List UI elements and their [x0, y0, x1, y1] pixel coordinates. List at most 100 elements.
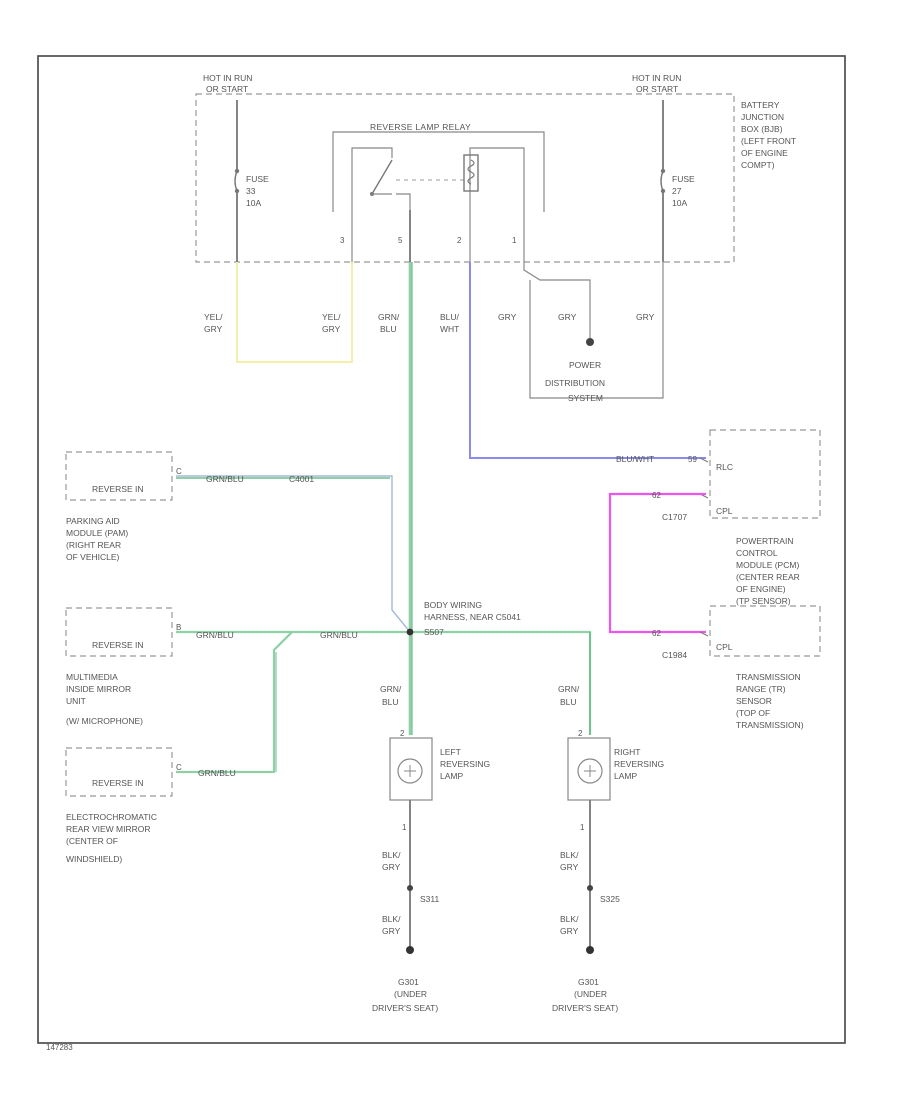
- svg-text:2: 2: [457, 236, 462, 245]
- svg-text:ELECTROCHROMATIC: ELECTROCHROMATIC: [66, 812, 157, 822]
- svg-text:DRIVER'S SEAT): DRIVER'S SEAT): [552, 1003, 618, 1013]
- pcm-pin-cpl2: CPL: [716, 642, 733, 652]
- svg-text:LAMP: LAMP: [440, 771, 463, 781]
- svg-text:GRY: GRY: [560, 926, 579, 936]
- svg-text:WHT: WHT: [440, 324, 459, 334]
- parking-aid-module: REVERSE IN C GRN/BLU C4001 PARKING AID M…: [65, 451, 314, 562]
- trs-label: TRANSMISSION RANGE (TR) SENSOR (TOP OF T…: [736, 672, 804, 730]
- svg-text:10A: 10A: [246, 198, 261, 208]
- splice-s507-dot: [406, 628, 414, 636]
- svg-text:(RIGHT REAR: (RIGHT REAR: [66, 540, 121, 550]
- svg-text:C: C: [176, 763, 182, 772]
- outer-frame: [37, 55, 846, 1044]
- wire-yel-gry: [236, 262, 353, 363]
- svg-text:LEFT: LEFT: [440, 747, 461, 757]
- pcm-wire-num-3: 62: [652, 629, 661, 638]
- wire-gry-power: [523, 262, 591, 340]
- reverse-in-2-label: REVERSE IN: [92, 640, 144, 650]
- svg-text:GRY: GRY: [498, 312, 517, 322]
- wire-parking-aid: [176, 475, 411, 633]
- svg-text:BLU/: BLU/: [440, 312, 460, 322]
- diagram-id: 147283: [46, 1043, 73, 1052]
- svg-text:GRY: GRY: [204, 324, 223, 334]
- svg-text:YEL/: YEL/: [204, 312, 223, 322]
- c4001-label: C4001: [289, 474, 314, 484]
- svg-text:SYSTEM: SYSTEM: [568, 393, 603, 403]
- pcm-wire-num-1: 59: [688, 455, 697, 464]
- splice-s311-label: S311: [420, 894, 439, 904]
- svg-text:COMPT): COMPT): [741, 160, 775, 170]
- svg-text:GRN/: GRN/: [378, 312, 400, 322]
- svg-text:CONTROL: CONTROL: [736, 548, 778, 558]
- reverse-in-3-label: REVERSE IN: [92, 778, 144, 788]
- svg-text:(W/ MICROPHONE): (W/ MICROPHONE): [66, 716, 143, 726]
- svg-text:(UNDER: (UNDER: [574, 989, 607, 999]
- svg-text:(TOP OF: (TOP OF: [736, 708, 770, 718]
- svg-text:GRY: GRY: [322, 324, 341, 334]
- wire-gry-power-box: [529, 262, 664, 399]
- svg-text:JUNCTION: JUNCTION: [741, 112, 784, 122]
- hot-in-run-left-label-2: OR START: [206, 84, 248, 94]
- right-reversing-lamp: 2 RIGHT REVERSING LAMP 1: [567, 729, 664, 832]
- electrochromatic-module: REVERSE IN C GRN/BLU ELECTROCHROMATIC RE…: [65, 747, 236, 864]
- right-lamp-wire-label-2: BLU: [560, 697, 577, 707]
- svg-text:2: 2: [578, 729, 583, 738]
- ground-wire-labels: BLK/ GRY BLK/ GRY BLK/ GRY BLK/ GRY S311…: [382, 850, 620, 936]
- pcm-conn-2: C1984: [662, 650, 687, 660]
- reverse-in-1-label: REVERSE IN: [92, 484, 144, 494]
- svg-text:G301: G301: [398, 977, 419, 987]
- svg-text:MULTIMEDIA: MULTIMEDIA: [66, 672, 118, 682]
- multimedia-module: REVERSE IN B GRN/BLU GRN/BLU MULTIMEDIA …: [65, 607, 358, 726]
- reverse-lamp-relay: REVERSE LAMP RELAY 3 5 2 1: [332, 122, 545, 262]
- bjb-label: BATTERY JUNCTION BOX (BJB) (LEFT FRONT O…: [741, 100, 796, 170]
- svg-text:OF ENGINE: OF ENGINE: [741, 148, 788, 158]
- svg-text:MODULE (PAM): MODULE (PAM): [66, 528, 128, 538]
- svg-text:FUSE: FUSE: [672, 174, 695, 184]
- svg-text:C: C: [176, 467, 182, 476]
- pcm-wire-num-2: 62: [652, 491, 661, 500]
- bjb-dashed-box: [195, 93, 735, 263]
- top-wire-labels: YEL/ GRY YEL/ GRY GRN/ BLU BLU/ WHT GRY …: [204, 312, 655, 334]
- ground-right-dot: [586, 946, 594, 954]
- pcm-label: POWERTRAIN CONTROL MODULE (PCM) (CENTER …: [736, 536, 800, 606]
- svg-text:B: B: [176, 623, 181, 632]
- svg-text:BLK/: BLK/: [382, 914, 401, 924]
- relay-title: REVERSE LAMP RELAY: [370, 122, 471, 132]
- svg-text:5: 5: [398, 236, 403, 245]
- left-lamp-wire-label: GRN/: [380, 684, 402, 694]
- svg-text:BLK/: BLK/: [560, 850, 579, 860]
- svg-text:MODULE (PCM): MODULE (PCM): [736, 560, 799, 570]
- svg-text:BLK/: BLK/: [382, 850, 401, 860]
- svg-text:S507: S507: [424, 627, 444, 637]
- svg-text:OF VEHICLE): OF VEHICLE): [66, 552, 120, 562]
- svg-text:TRANSMISSION): TRANSMISSION): [736, 720, 804, 730]
- svg-text:HARNESS, NEAR C5041: HARNESS, NEAR C5041: [424, 612, 521, 622]
- trs-dashed-box: [709, 605, 821, 657]
- svg-text:BOX (BJB): BOX (BJB): [741, 124, 783, 134]
- svg-text:OF ENGINE): OF ENGINE): [736, 584, 786, 594]
- svg-text:GRY: GRY: [558, 312, 577, 322]
- svg-text:(UNDER: (UNDER: [394, 989, 427, 999]
- svg-text:LAMP: LAMP: [614, 771, 637, 781]
- svg-text:GRY: GRY: [382, 926, 401, 936]
- svg-text:BATTERY: BATTERY: [741, 100, 780, 110]
- power-distribution-label: POWER DISTRIBUTION SYSTEM: [545, 360, 605, 403]
- wire-blu-wht: [469, 262, 706, 459]
- grn-blu-2-label: GRN/BLU: [196, 630, 234, 640]
- pcm-pin-cpl1: CPL: [716, 506, 733, 516]
- svg-text:GRY: GRY: [636, 312, 655, 322]
- svg-text:POWERTRAIN: POWERTRAIN: [736, 536, 793, 546]
- svg-text:G301: G301: [578, 977, 599, 987]
- splice-s325-label: S325: [600, 894, 620, 904]
- grn-blu-4-label: GRN/BLU: [198, 768, 236, 778]
- svg-text:PARKING AID: PARKING AID: [66, 516, 120, 526]
- svg-text:TRANSMISSION: TRANSMISSION: [736, 672, 801, 682]
- svg-text:YEL/: YEL/: [322, 312, 341, 322]
- blu-wht-long-label: BLU/WHT: [616, 454, 654, 464]
- svg-text:SENSOR: SENSOR: [736, 696, 772, 706]
- svg-text:BODY WIRING: BODY WIRING: [424, 600, 482, 610]
- fuse-33: FUSE 33 10A: [234, 100, 269, 262]
- svg-text:RIGHT: RIGHT: [614, 747, 640, 757]
- svg-text:FUSE: FUSE: [246, 174, 269, 184]
